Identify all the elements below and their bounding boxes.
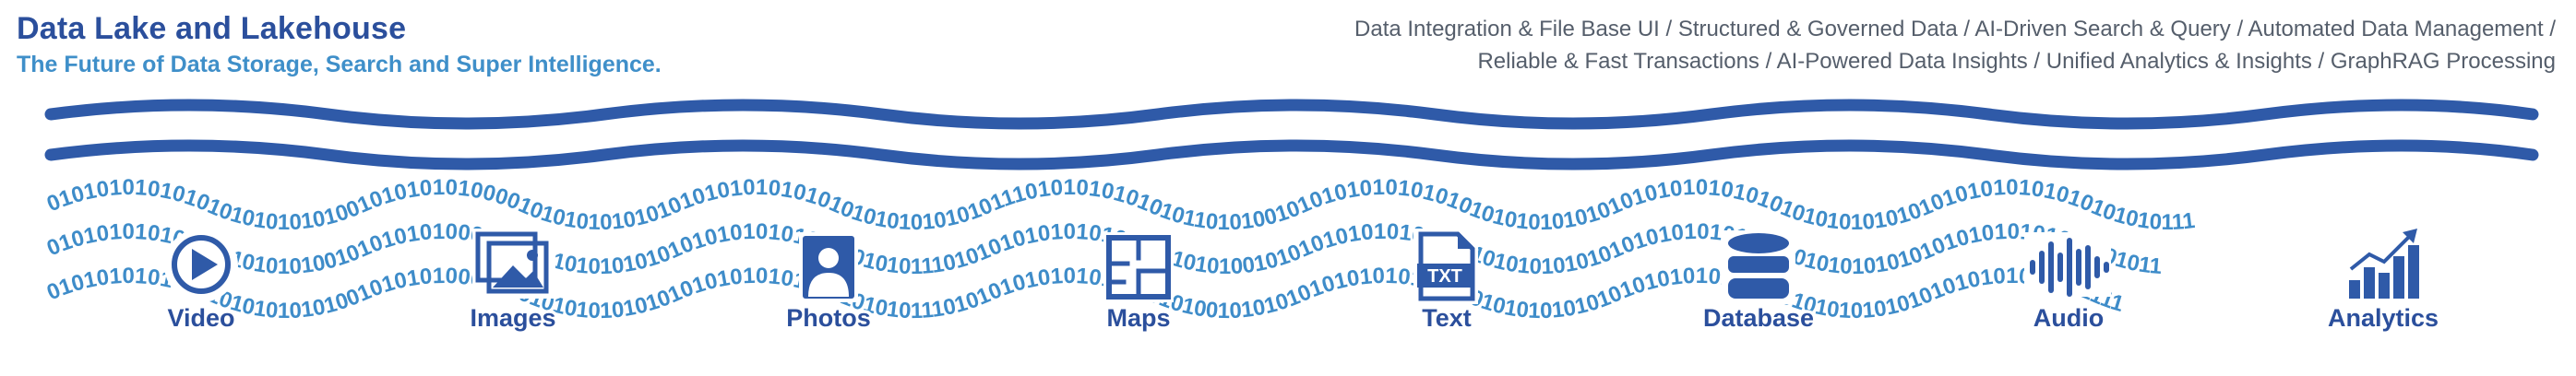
category-label: Database	[1703, 304, 1814, 332]
category-label: Text	[1422, 304, 1472, 332]
category-video: Video	[164, 229, 238, 335]
category-label: Audio	[2033, 304, 2104, 332]
category-label: Maps	[1106, 304, 1170, 332]
category-label: Images	[470, 304, 555, 332]
category-audio: Audio	[2024, 232, 2111, 335]
category-maps: Maps	[1103, 232, 1174, 335]
svg-text:TXT: TXT	[1427, 266, 1462, 287]
audio-waveform-icon	[2030, 238, 2109, 297]
play-circle-icon	[172, 235, 231, 294]
image-gallery-icon	[475, 231, 549, 294]
category-images: Images	[467, 229, 559, 335]
category-analytics: Analytics	[2324, 229, 2442, 335]
wave-lines	[44, 99, 2539, 170]
wave-line-top	[44, 99, 2539, 130]
category-label: Analytics	[2328, 304, 2439, 332]
feature-line-2: Reliable & Fast Transactions / AI-Powere…	[1477, 49, 2556, 74]
category-text: TXT Text	[1413, 229, 1478, 335]
category-database: Database	[1699, 230, 1818, 335]
feature-list: Data Integration & File Base UI / Struct…	[1172, 13, 2556, 77]
wave-line-bottom	[44, 139, 2539, 170]
user-portrait-icon	[803, 236, 854, 299]
bar-chart-icon	[2349, 229, 2419, 299]
page-subtitle: The Future of Data Storage, Search and S…	[17, 52, 662, 77]
category-label: Video	[167, 304, 234, 332]
category-label: Photos	[786, 304, 871, 332]
floor-plan-icon	[1106, 235, 1171, 300]
category-photos: Photos	[783, 232, 874, 335]
txt-file-icon: TXT	[1417, 231, 1475, 301]
feature-line-1: Data Integration & File Base UI / Struct…	[1354, 17, 2556, 41]
page-title: Data Lake and Lakehouse	[17, 11, 407, 46]
database-icon	[1728, 233, 1789, 299]
